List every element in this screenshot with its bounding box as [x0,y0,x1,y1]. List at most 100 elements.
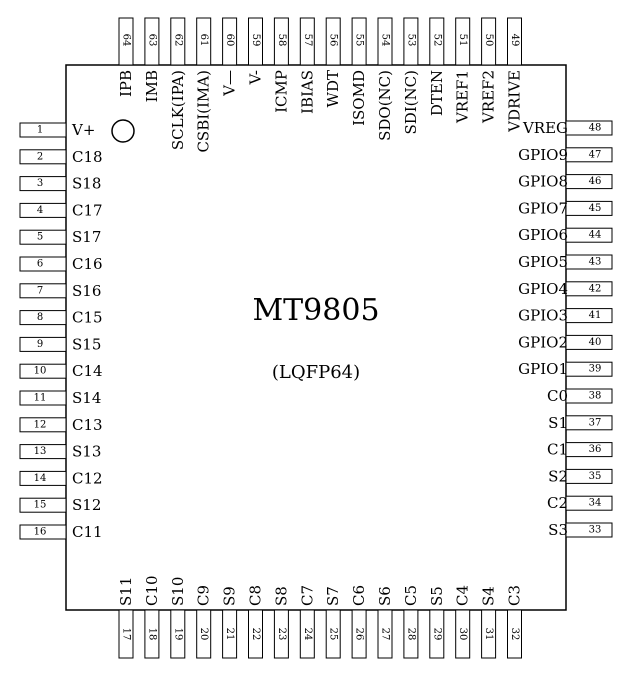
pin1-marker [111,119,135,143]
pin-label: ISOMD [350,70,368,126]
pin-label: VREG [522,119,568,137]
pin-box [196,17,212,66]
pin-number: 17 [121,628,132,641]
pin-number: 46 [589,176,602,187]
pin-number: 3 [37,178,43,189]
pin-box [565,174,613,190]
pin-label: C4 [454,585,472,606]
pin-bottom: 30 C4 [454,585,472,659]
pin-label: VREF2 [480,70,498,124]
pin-number: 21 [224,628,235,641]
pin-label: C12 [72,469,103,487]
pin-number: 20 [198,628,209,641]
pin-number: 9 [37,339,43,350]
pin-box [196,609,212,659]
pin-label: IPB [117,70,135,97]
pin-number: 22 [250,628,261,641]
pin-box [19,176,67,192]
pin-number: 40 [589,337,602,348]
top-pin-group: 64IPB63IMB62SCLK(IPA)61CSBI(IMA)60V—59V-… [117,17,524,153]
pin-label: SCLK(IPA) [169,70,187,150]
pin-number: 19 [172,628,183,641]
pin-box [507,17,522,66]
pin-box [19,444,67,460]
pin-box [19,497,67,513]
pin-number: 31 [483,628,494,641]
pin-number: 59 [250,34,261,47]
pin-left: 11 S14 [19,389,101,407]
pin-number: 10 [34,366,47,377]
pin-box [299,17,315,66]
pin-label: S13 [72,443,101,461]
pin-label: S14 [72,389,101,407]
pin-label: C16 [72,255,103,273]
pin-label: S16 [72,282,101,300]
pin-label: GPIO5 [518,253,568,271]
pin-label: C3 [506,585,524,606]
pin-label: S3 [548,521,568,539]
pin-box [248,609,263,659]
pin-number: 48 [589,123,602,134]
pin-label: SDI(NC) [402,70,420,135]
pin-box [19,470,67,486]
pin-box [403,609,419,659]
pin-box [351,17,367,66]
pin-number: 12 [34,419,47,430]
pin-number: 38 [589,391,602,402]
pin-label: GPIO3 [518,307,568,325]
pin-label: CSBI(IMA) [195,70,213,153]
pin-box [455,17,471,66]
chip-name: MT9805 [252,293,379,328]
pin-label: S5 [428,586,446,606]
pin-number: 30 [457,628,468,641]
pin-label: C13 [72,416,103,434]
pin-box [455,609,471,659]
pin-box [325,17,341,66]
pin-number: 11 [34,393,47,404]
pin-label: GPIO6 [518,226,568,244]
pin-left: 14 C12 [19,469,103,487]
pin-number: 49 [509,34,520,47]
pin-label: S2 [548,467,568,485]
pin-box [19,417,67,433]
pin-box [19,363,67,379]
pin-box [19,256,67,272]
pin-number: 15 [34,500,47,511]
pin-box [144,17,160,66]
pin-box [248,17,263,66]
pin-box [170,609,186,659]
pin-number: 8 [37,312,43,323]
pin-label: VDRIVE [506,70,524,133]
pin-label: S7 [324,586,342,606]
pin-number: 1 [37,125,43,136]
pin-number: 14 [34,473,47,484]
pin-right: 48 VREG [522,119,613,137]
pin-label: S1 [548,414,568,432]
pin-number: 4 [37,205,43,216]
pin-number: 61 [198,34,209,47]
pin-label: ICMP [272,70,290,113]
pin-number: 2 [37,151,43,162]
pin-number: 53 [405,34,416,47]
